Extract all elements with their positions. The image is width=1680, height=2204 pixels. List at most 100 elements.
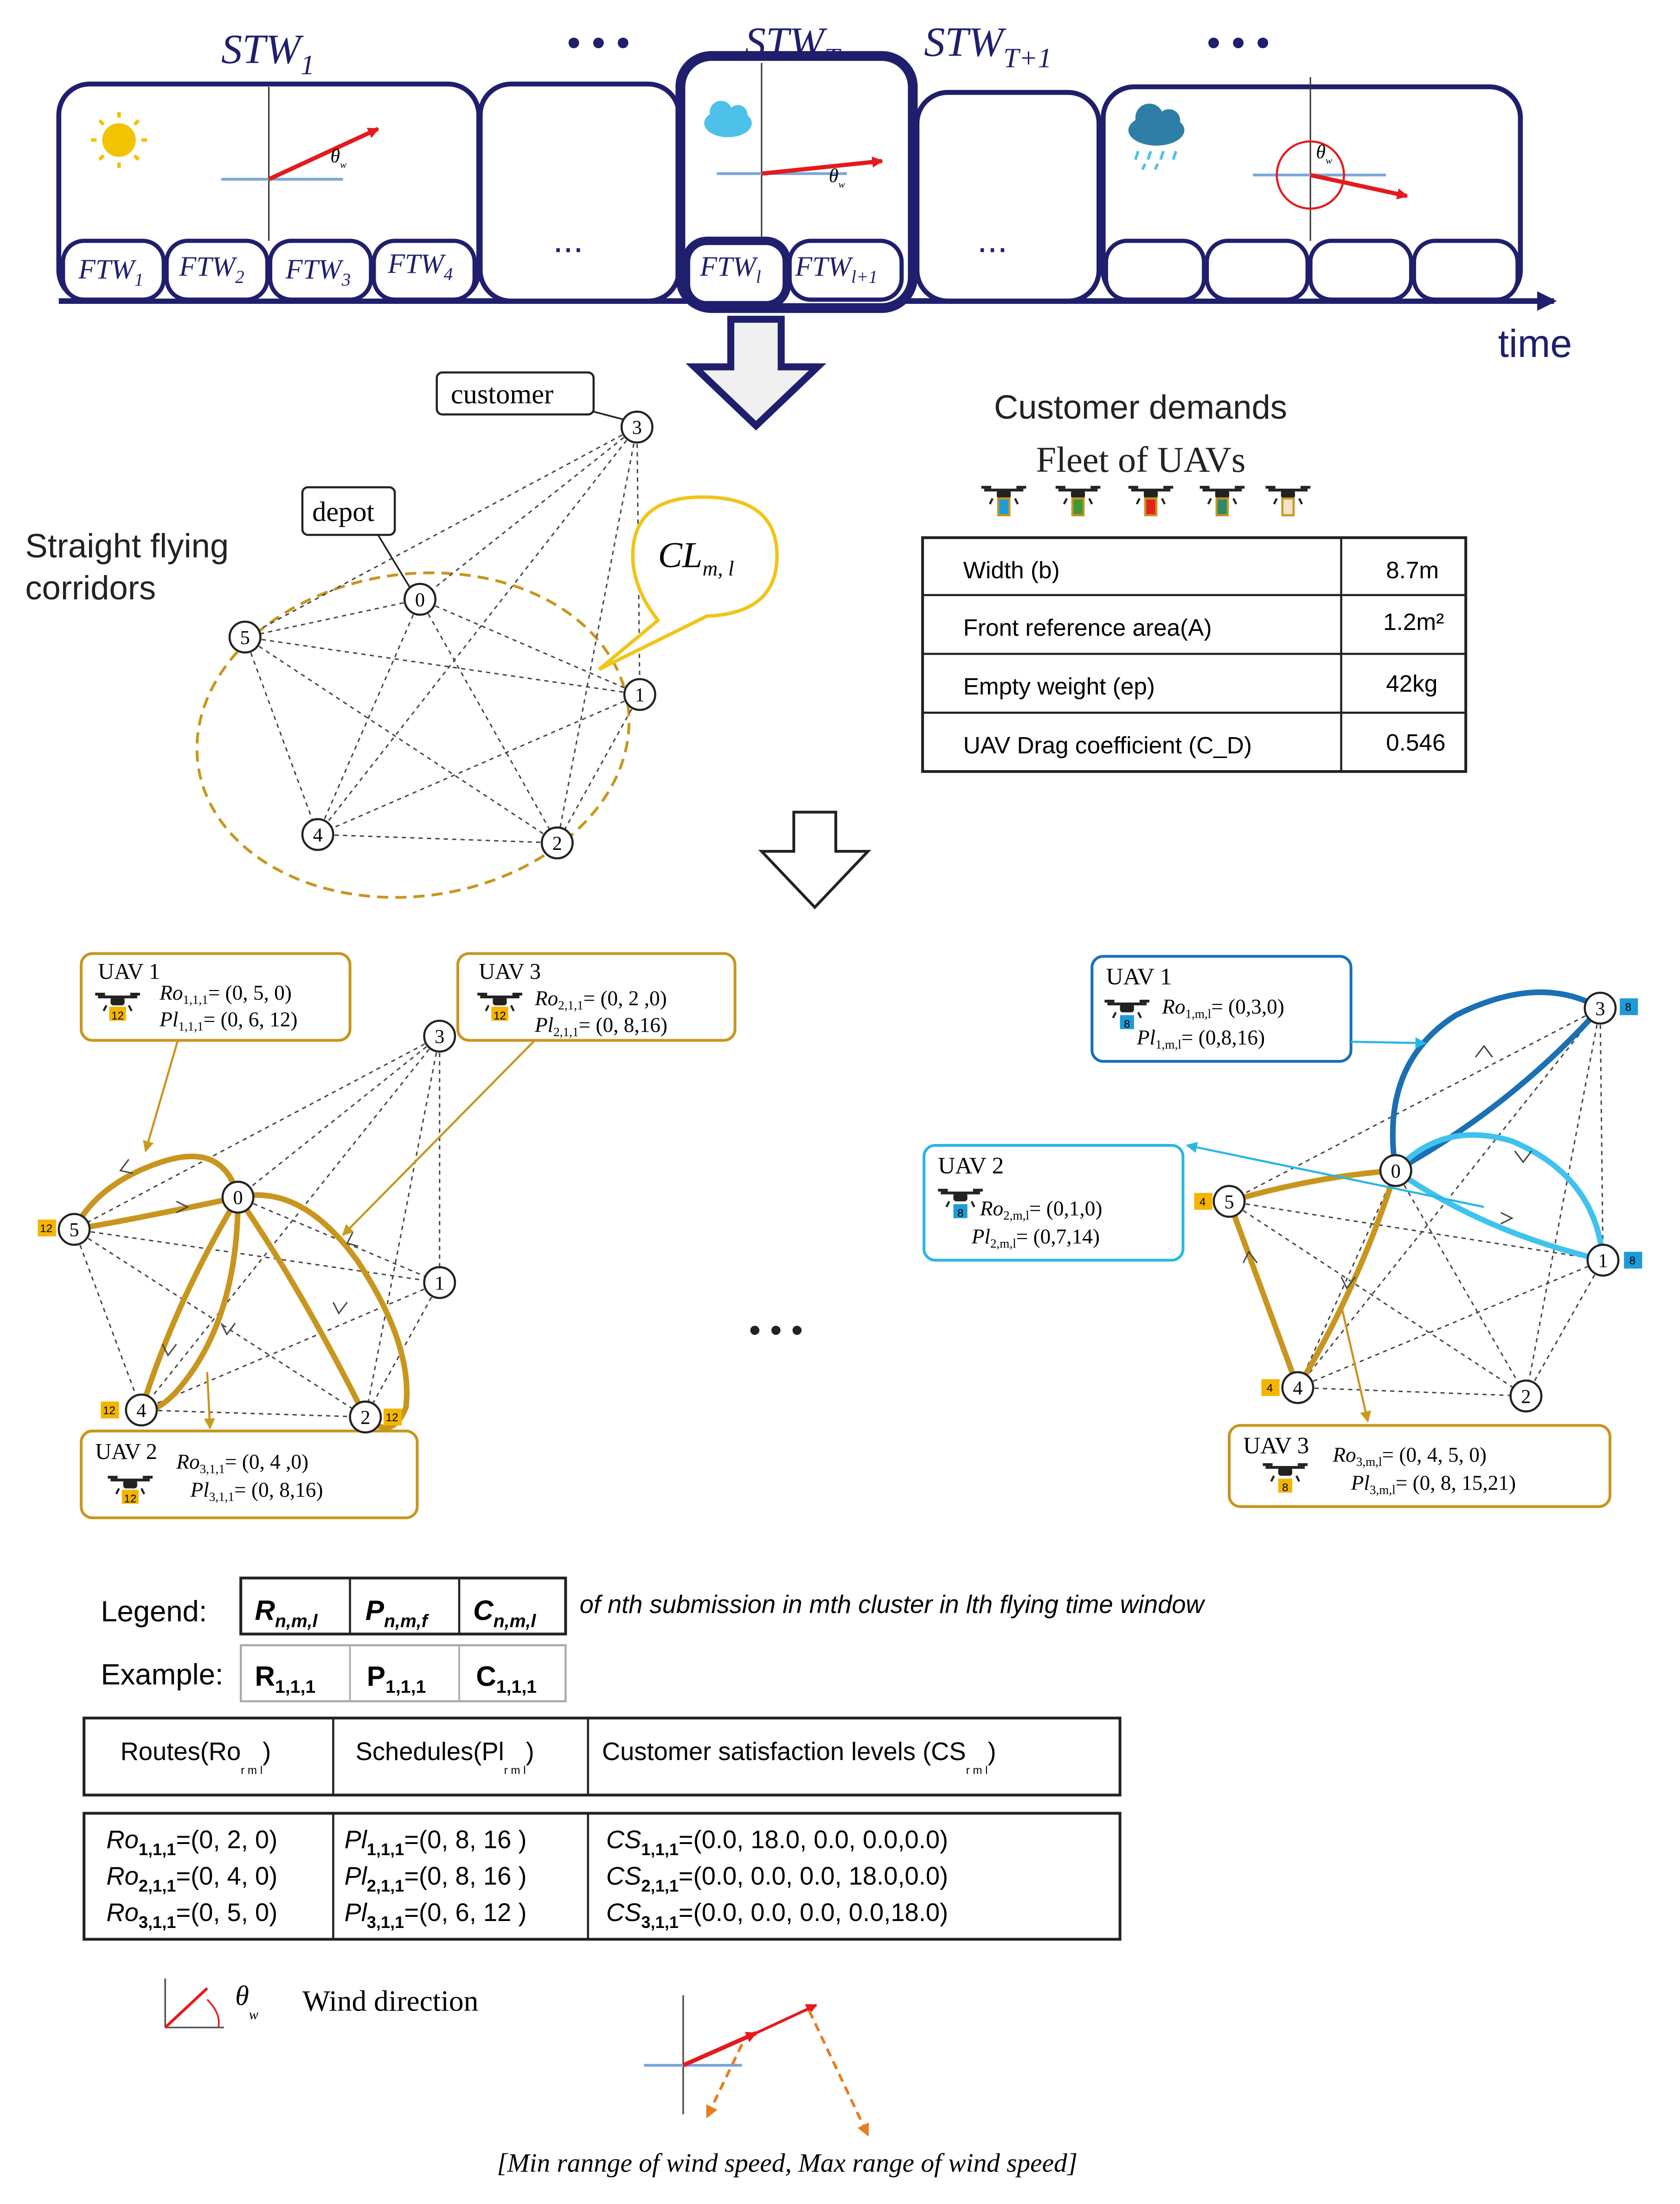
spec-label-width: Width (b) <box>963 557 1060 584</box>
svg-text:0: 0 <box>1391 1160 1401 1182</box>
middle-ellipsis: • • • <box>749 1311 803 1349</box>
legend: Legend: Rn,m,l Pn,m,f Cn,m,l of nth subm… <box>101 1576 1206 1703</box>
right-node-2: 2 <box>1509 1379 1543 1413</box>
svg-text:8: 8 <box>1124 1018 1130 1030</box>
net-node-3: 3 <box>620 411 654 444</box>
legend-cell-p: Pn,m,f <box>365 1594 430 1631</box>
right-badge-3: 8 <box>1620 998 1638 1015</box>
row2-route: Ro2,1,1=(0, 4, 0) <box>106 1862 277 1896</box>
svg-text:θw: θw <box>330 145 346 170</box>
ftw-box-last-3 <box>1308 238 1413 302</box>
header-satisfaction: Customer satisfaction levels (CSr m l) <box>602 1737 996 1777</box>
left-node-5: 5 <box>58 1213 91 1246</box>
row3-satisfaction: CS3,1,1=(0.0, 0.0, 0.0, 0.0,18.0) <box>606 1898 948 1932</box>
example-cell-c: C1,1,1 <box>476 1660 537 1697</box>
example-cell-p: P1,1,1 <box>367 1660 426 1697</box>
time-label: time <box>1498 321 1572 366</box>
depot-label: depot <box>312 496 374 527</box>
net-node-4: 4 <box>301 818 334 851</box>
row3-schedule: Pl3,1,1=(0, 6, 12 ) <box>345 1898 527 1932</box>
wind-indicator-last: θw <box>1253 77 1409 241</box>
spec-label-drag: UAV Drag coefficient (C_D) <box>963 732 1252 758</box>
header-schedules: Schedules(Plr m l) <box>356 1737 534 1777</box>
ftw-box-3 <box>268 238 373 302</box>
big-down-arrow-2 <box>758 810 872 910</box>
right-uav3-ro: Ro3,m,l= (0, 4, 5, 0) <box>1332 1443 1487 1469</box>
svg-text:12: 12 <box>124 1493 136 1505</box>
rain-cloud-icon <box>1128 103 1185 170</box>
svg-text:4: 4 <box>1293 1377 1302 1399</box>
customer-callout <box>436 371 595 416</box>
depot-callout <box>301 486 396 536</box>
timeline: STW1 • • • STWT STWT+1 • • • time FTW1 F… <box>56 19 1572 366</box>
left-uav3-ro: Ro2,1,1= (0, 2 ,0) <box>534 987 667 1012</box>
wind-theta: θw <box>235 1980 258 2022</box>
ftw-4-label: FTW4 <box>387 249 453 284</box>
right-uav2-box <box>923 1144 1185 1262</box>
wind-indicator-1: θw <box>221 87 379 241</box>
svg-text:4: 4 <box>313 824 323 846</box>
svg-text:θw: θw <box>1316 141 1332 166</box>
svg-text:5: 5 <box>1225 1191 1234 1213</box>
top-ellipsis-1: • • • <box>567 20 630 64</box>
stw-box-last <box>1101 84 1523 304</box>
svg-text:2: 2 <box>552 833 562 855</box>
ftw-box-last-1 <box>1103 238 1206 302</box>
svg-text:4: 4 <box>136 1400 146 1422</box>
svg-text:1: 1 <box>1598 1250 1608 1272</box>
right-uav1-box <box>1090 955 1353 1063</box>
left-node-3: 3 <box>423 1020 456 1053</box>
box-2-dots: ... <box>553 219 583 260</box>
right-uav3-box <box>1228 1424 1612 1508</box>
ftw-l-label: FTWl <box>699 251 761 287</box>
svg-text:1: 1 <box>635 684 645 706</box>
svg-text:θw: θw <box>829 165 845 190</box>
left-uav1-title: UAV 1 <box>98 959 160 984</box>
right-node-5: 5 <box>1212 1185 1246 1218</box>
left-solution: UAV 1 12 Ro1,1,1= (0, 5, 0) Pl1,1,1= (0,… <box>38 952 737 1519</box>
cluster-label: CLm, l <box>658 534 734 580</box>
big-down-arrow-1 <box>686 315 827 431</box>
row1-schedule: Pl1,1,1=(0, 8, 16 ) <box>345 1825 527 1859</box>
left-uav2-title: UAV 2 <box>95 1439 157 1464</box>
ftw-box-last-2 <box>1205 238 1310 302</box>
svg-text:8: 8 <box>1625 1001 1631 1014</box>
left-uav3-pl: Pl2,1,1= (0, 8,16) <box>534 1013 667 1039</box>
svg-text:12: 12 <box>386 1412 398 1424</box>
right-uav2-title: UAV 2 <box>938 1152 1004 1179</box>
ftw-l1-label: FTWl+1 <box>795 251 878 287</box>
cluster-bubble <box>598 495 779 671</box>
net-node-2: 2 <box>540 826 574 860</box>
svg-text:2: 2 <box>1521 1386 1531 1407</box>
ftw-box-4 <box>372 238 477 302</box>
net-node-5: 5 <box>228 620 262 654</box>
results-table: Routes(Ror m l) Schedules(Plr m l) Custo… <box>83 1716 1122 1941</box>
stw-1-label: STW1 <box>221 26 314 81</box>
left-uav1-ro: Ro1,1,1= (0, 5, 0) <box>159 981 292 1007</box>
corridors-label-1: Straight flying <box>25 527 229 565</box>
box-t1-dots: ... <box>977 219 1007 260</box>
legend-cell-r: Rn,m,l <box>255 1594 318 1631</box>
network-graph: customer depot Straight flying corridors… <box>25 371 779 899</box>
right-node-0: 0 <box>1379 1154 1412 1187</box>
svg-text:1: 1 <box>435 1272 444 1294</box>
svg-text:5: 5 <box>69 1219 79 1241</box>
ftw-box-last-4 <box>1411 238 1520 302</box>
svg-text:12: 12 <box>494 1009 506 1022</box>
svg-text:8: 8 <box>1629 1255 1635 1267</box>
svg-text:8: 8 <box>957 1207 963 1220</box>
wind-indicator-t: θw <box>717 63 884 241</box>
customer-label: customer <box>451 379 553 410</box>
customer-demands-title: Customer demands <box>994 388 1287 426</box>
left-badge-4: 12 <box>101 1401 119 1419</box>
svg-text:3: 3 <box>1595 998 1605 1020</box>
svg-text:0: 0 <box>415 589 425 611</box>
right-node-4: 4 <box>1281 1371 1315 1404</box>
left-uav3-title: UAV 3 <box>479 959 541 984</box>
left-badge-2: 12 <box>384 1408 402 1426</box>
svg-text:12: 12 <box>40 1222 52 1235</box>
svg-text:8: 8 <box>1282 1481 1288 1494</box>
net-node-0: 0 <box>404 583 436 616</box>
svg-text:4: 4 <box>1199 1196 1205 1208</box>
